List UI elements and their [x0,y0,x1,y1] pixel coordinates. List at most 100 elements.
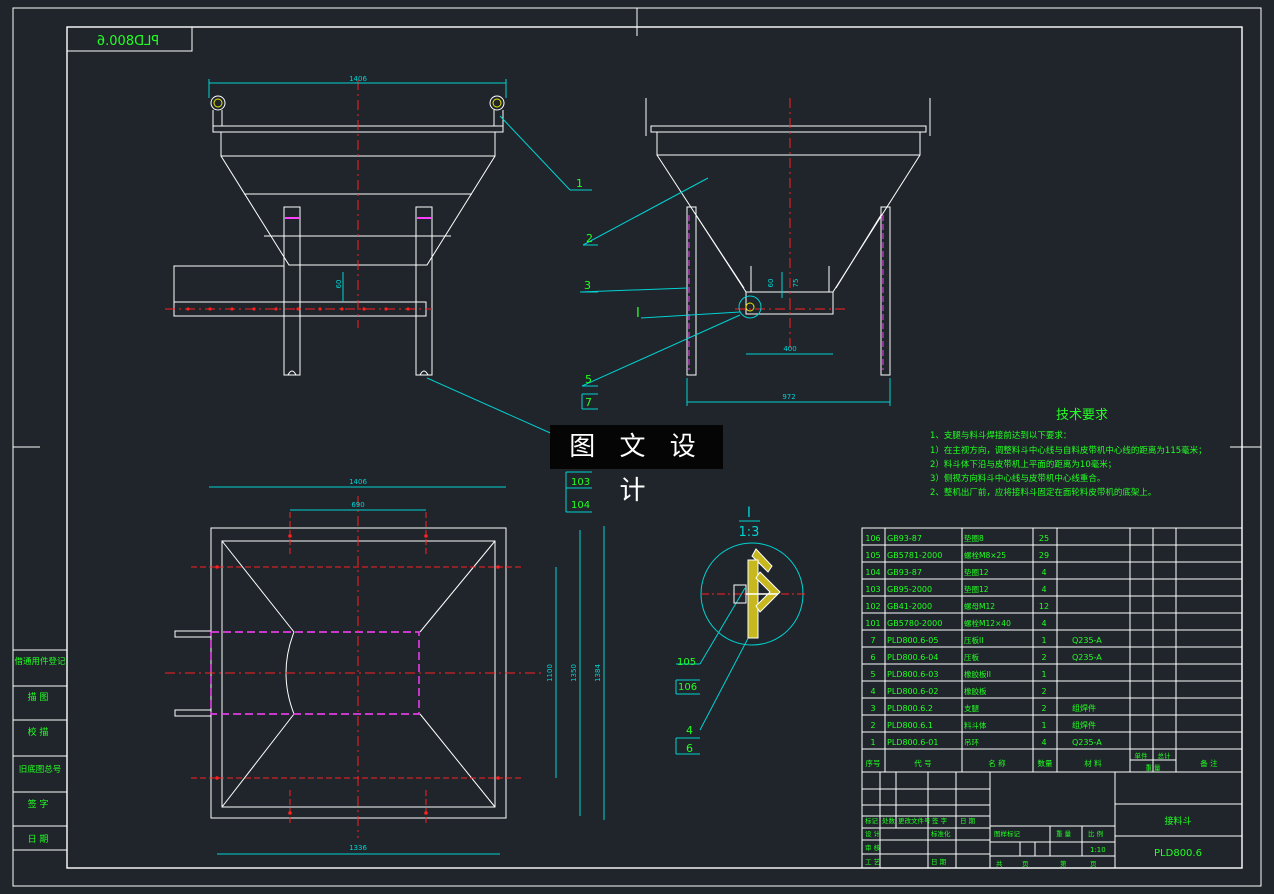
dim-small-60-side: 60 [767,279,775,288]
bom-cell-code: GB41-2000 [887,602,932,611]
balloon-103: 103 [571,477,590,488]
tb-process: 工 艺 [865,858,881,866]
left-block-2: 描 图 [28,691,49,703]
bom-cell-code: PLD800.6-01 [887,738,938,747]
bom-cell-qty: 4 [1041,585,1046,594]
dim-plan-width: 1406 [349,478,367,486]
dim-height-b: 1350 [570,664,578,682]
bom-cell-no: 106 [865,534,880,543]
tb-scale-value: 1:10 [1090,846,1106,854]
side-view-accents [686,98,891,406]
bom-cell-no: 104 [865,568,880,577]
tech-line-3: 2）料斗体下沿与皮带机上平面的距离为10毫米； [930,459,1116,470]
bom-cell-code: GB93-87 [887,568,922,577]
bom-cell-name: 吊环 [964,738,979,747]
bom-cell-name: 垫圈12 [964,567,989,577]
dim-height-a: 1100 [546,664,554,682]
title-block [861,771,1243,869]
bom-cell-qty: 1 [1041,670,1046,679]
tb-drawing-mark: 图样标记 [994,829,1021,838]
bom-cell-code: PLD800.6-02 [887,687,938,696]
drawing-frame [12,7,1262,887]
left-block-6: 日 期 [28,834,49,845]
front-view-accents [165,79,507,328]
plan-view-holes [215,534,500,815]
leaders [426,115,756,755]
balloon-104: 104 [571,500,590,511]
bom-cell-name: 螺母M12 [964,601,995,611]
bom-cell-code: GB5781-2000 [887,551,942,560]
bom-cell-no: 5 [870,670,875,679]
tb-page: 页 [1022,860,1029,868]
bom-cell-code: PLD800.6-04 [887,653,938,662]
bom-header-seq: 序号 [866,758,881,768]
tb-design: 设 计 [865,829,881,838]
dim-small-60-front: 60 [335,280,343,289]
bom-cell-qty: 2 [1041,687,1046,696]
bom-cell-qty: 1 [1041,721,1046,730]
tb-date-2: 日 期 [931,858,947,866]
plan-view-accents [165,486,605,855]
balloon-2: 2 [586,232,593,245]
bom-table [861,527,1243,773]
bom-cell-no: 4 [870,687,875,696]
bom-cell-no: 7 [870,636,875,645]
bom-header-material: 材 料 [1084,758,1102,768]
bom-cell-material: 组焊件 [1072,720,1096,730]
balloon-105: 105 [677,657,696,668]
bom-cell-name: 橡胶板 [964,686,987,696]
bom-header-qty: 数量 [1038,758,1054,768]
watermark-label: 图 文 设 计 [550,425,723,506]
bom-header-code: 代 号 [914,758,931,768]
stamp-number-mirrored: PLD800.6 [97,34,159,49]
left-block-1: 借通用件登记 [14,656,66,667]
dim-top-width: 1406 [349,75,367,83]
dim-small-75-side: 75 [792,279,800,288]
left-block-5: 签 字 [28,798,49,810]
tb-date: 日 期 [960,817,976,825]
bom-cell-no: 2 [870,721,875,730]
bom-cell-no: 6 [870,653,875,662]
bom-cell-qty: 12 [1039,602,1049,611]
bom-header-name: 名 称 [988,758,1006,768]
bom-cell-qty: 4 [1041,568,1046,577]
bom-cell-qty: 4 [1041,619,1046,628]
bom-cell-no: 3 [870,704,875,713]
tb-scale: 比 例 [1088,829,1103,838]
tb-page-2: 页 [1090,860,1097,868]
tb-review: 审 核 [865,843,881,852]
bom-cell-name: 支腿 [964,703,979,713]
bom-cell-no: 1 [870,738,875,747]
bom-cell-name: 橡胶板II [964,669,991,679]
tech-line-4: 3）侧视方向料斗中心线与皮带机中心线重合。 [930,473,1105,484]
front-view-holes [186,307,410,311]
bom-cell-material: 组焊件 [1072,703,1096,713]
tb-total: 共 [996,859,1003,868]
bom-cell-name: 螺栓M12×40 [964,618,1011,628]
bom-cell-name: 螺栓M8×25 [964,550,1006,560]
bom-header-total: 总计 [1158,751,1172,760]
bom-header-single: 单件 [1135,751,1149,760]
front-view [173,95,505,376]
bom-cell-code: GB5780-2000 [887,619,942,628]
tech-title: 技术要求 [1056,408,1108,423]
bom-cell-code: PLD800.6.1 [887,721,933,730]
bom-cell-qty: 2 [1041,704,1046,713]
dim-plan-inner: 690 [351,501,364,509]
bom-header-weight: 重 量 [1145,764,1161,772]
tb-count: 处数 [882,816,896,825]
dim-side-400: 400 [783,345,796,353]
detail-marker-side: I [636,306,640,321]
bom-cell-no: 103 [865,585,880,594]
bom-cell-qty: 29 [1039,551,1049,560]
tb-drawing-no: PLD800.6 [1154,848,1202,859]
bom-cell-qty: 1 [1041,636,1046,645]
bom-cell-name: 压板II [964,635,983,645]
bom-cell-qty: 4 [1041,738,1046,747]
bom-cell-code: GB93-87 [887,534,922,543]
bom-cell-material: Q235-A [1072,738,1102,747]
bom-cell-no: 101 [865,619,880,628]
bom-cell-code: GB95-2000 [887,585,932,594]
bom-cell-material: Q235-A [1072,653,1102,662]
